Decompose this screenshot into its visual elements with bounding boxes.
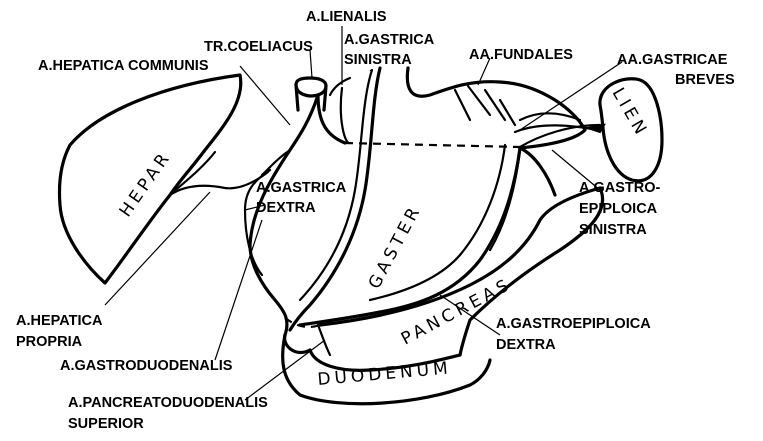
fundal-vessels: [453, 84, 606, 149]
label-a-hepatica-communis: A.HEPATICA COMMUNIS: [38, 58, 209, 74]
label-a-gastroepiploica-sinistra-line1: A.GASTRO-: [579, 180, 661, 196]
label-a-gastroepiploica-dextra-line1: A.GASTROEPIPLOICA: [496, 316, 651, 332]
splenic-artery-dashed: [344, 141, 521, 149]
label-a-hepatica-propria-line1: A.HEPATICA: [16, 313, 103, 329]
label-a-gastrica-sinistra-line2: SINISTRA: [344, 52, 412, 68]
label-tr-coeliacus: TR.COELIACUS: [204, 39, 313, 55]
label-a-gastroepiploica-sinistra-line2: EPIPLOICA: [579, 201, 658, 217]
liver-shape: [57, 73, 270, 285]
label-a-pancreatoduodenalis-line1: A.PANCREATODUODENALIS: [68, 395, 268, 411]
label-a-gastroduodenalis: A.GASTRODUODENALIS: [60, 358, 233, 374]
label-a-gastrica-dextra-line2: DEXTRA: [256, 200, 316, 216]
label-a-hepatica-propria-line2: PROPRIA: [16, 334, 83, 350]
celiac-trunk-vessel: [294, 76, 328, 112]
organ-label-gaster: GASTER: [365, 201, 426, 292]
pancreatoduodenal-vessel: [284, 317, 332, 357]
left-gastroepiploic-vessel: [488, 148, 522, 252]
organ-label-lien: LIEN: [608, 85, 652, 142]
duodenum-shape: [281, 333, 492, 406]
left-gastric-artery-vessel: [288, 66, 382, 332]
leader-lines: [104, 26, 623, 401]
organ-label-hepar: HEPAR: [116, 147, 176, 221]
pancreas-shape: [318, 146, 605, 357]
label-a-lienalis: A.LIENALIS: [306, 9, 387, 25]
label-a-gastrica-sinistra-line1: A.GASTRICA: [344, 32, 435, 48]
hepatic-artery-vessel: [243, 148, 292, 277]
stomach-shape: [248, 66, 587, 355]
label-a-pancreatoduodenalis-line2: SUPERIOR: [68, 416, 144, 432]
label-aa-gastricae-breves-line2: BREVES: [675, 72, 735, 88]
label-aa-gastricae-breves-line1: AA.GASTRICAE: [617, 52, 728, 68]
splenic-artery-vessel: [328, 76, 352, 97]
label-a-gastrica-dextra-line1: A.GASTRICA: [256, 180, 347, 196]
organ-label-duodenum: DUODENUM: [317, 358, 453, 390]
label-a-gastroepiploica-sinistra-line3: SINISTRA: [579, 222, 647, 238]
label-a-gastroepiploica-dextra-line2: DEXTRA: [496, 337, 556, 353]
label-aa-fundales: AA.FUNDALES: [469, 47, 573, 63]
